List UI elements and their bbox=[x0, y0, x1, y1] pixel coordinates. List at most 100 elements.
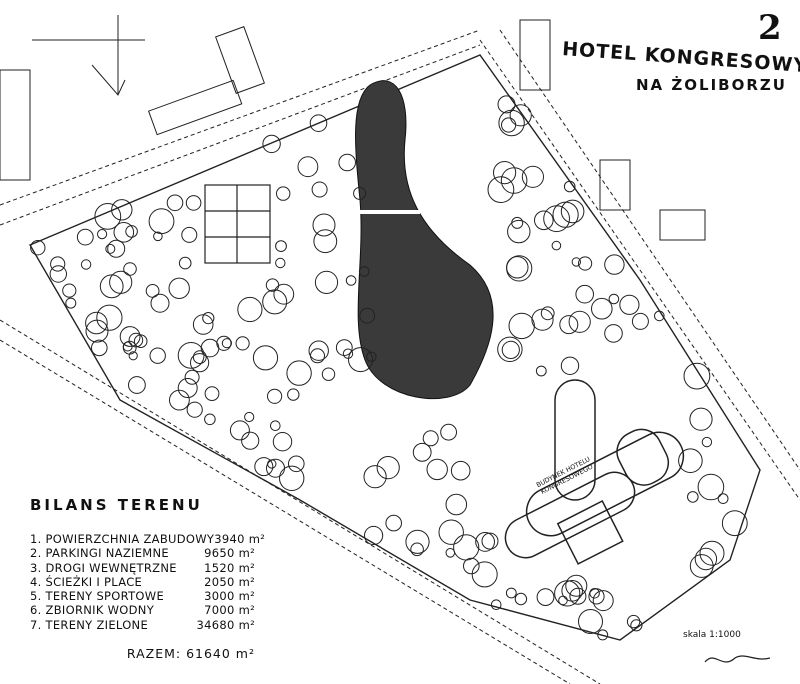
row-value: 34680 m² bbox=[196, 617, 255, 632]
tree-icon bbox=[122, 340, 137, 355]
tree-icon bbox=[353, 186, 367, 200]
tree-icon bbox=[385, 514, 403, 532]
tree-icon bbox=[109, 270, 133, 294]
tree-icon bbox=[181, 226, 198, 243]
tree-icon bbox=[273, 283, 295, 305]
tree-icon bbox=[359, 307, 376, 324]
tree-icon bbox=[569, 587, 587, 605]
row-label: 4. ŚCIEŻKI I PLACE bbox=[30, 574, 143, 589]
tree-icon bbox=[177, 342, 205, 369]
tree-icon bbox=[551, 240, 562, 251]
tree-icon bbox=[99, 274, 124, 299]
tree-icon bbox=[438, 519, 464, 545]
pond bbox=[355, 80, 494, 400]
tree-icon bbox=[604, 324, 623, 343]
hotel-building bbox=[504, 379, 685, 565]
tree-icon bbox=[481, 532, 499, 550]
site-balance-heading: BILANS TERENU bbox=[30, 496, 203, 514]
tree-icon bbox=[689, 407, 713, 431]
tree-icon bbox=[608, 293, 620, 305]
tree-icon bbox=[463, 557, 480, 575]
tree-icon bbox=[166, 194, 184, 212]
tree-icon bbox=[313, 229, 338, 254]
tree-icon bbox=[592, 590, 614, 612]
tree-icon bbox=[701, 436, 713, 448]
tree-icon bbox=[511, 216, 524, 229]
tree-icon bbox=[254, 457, 274, 477]
tree-icon bbox=[186, 401, 203, 418]
tree-icon bbox=[168, 277, 190, 299]
tree-icon bbox=[543, 205, 570, 233]
tree-icon bbox=[105, 243, 116, 254]
tree-icon bbox=[591, 297, 613, 320]
tree-icon bbox=[721, 510, 748, 537]
tree-icon bbox=[202, 312, 215, 325]
tree-icon bbox=[80, 259, 92, 270]
tree-icon bbox=[604, 254, 625, 275]
neighbour-buildings bbox=[0, 19, 706, 241]
tree-icon bbox=[287, 388, 300, 401]
tree-icon bbox=[192, 314, 214, 335]
tree-icon bbox=[534, 210, 554, 231]
tree-icon bbox=[272, 432, 293, 452]
tree-icon bbox=[97, 229, 108, 240]
tree-icon bbox=[358, 266, 370, 277]
tree-icon bbox=[597, 629, 609, 641]
sheet-number: 2 bbox=[758, 8, 782, 48]
tree-icon bbox=[190, 353, 210, 373]
tree-icon bbox=[514, 592, 528, 606]
row-value: 7000 m² bbox=[204, 603, 255, 618]
tree-icon bbox=[148, 208, 175, 235]
tree-icon bbox=[338, 153, 357, 172]
tree-icon bbox=[286, 360, 312, 386]
trees bbox=[30, 95, 748, 641]
tree-icon bbox=[85, 319, 109, 343]
tree-icon bbox=[589, 588, 600, 599]
table-row: 7. TERENY ZIELONE 34680 m² bbox=[30, 618, 255, 632]
tree-icon bbox=[244, 411, 255, 423]
tree-icon bbox=[85, 311, 108, 335]
tree-icon bbox=[619, 294, 640, 315]
tree-icon bbox=[192, 350, 207, 365]
tree-icon bbox=[565, 574, 588, 597]
tree-icon bbox=[153, 231, 163, 242]
tree-icon bbox=[699, 540, 725, 566]
tree-icon bbox=[133, 334, 148, 349]
tree-icon bbox=[309, 114, 328, 132]
tree-icon bbox=[314, 270, 339, 294]
tree-icon bbox=[252, 345, 279, 371]
tree-icon bbox=[128, 376, 146, 394]
tree-icon bbox=[626, 614, 641, 629]
north-arrow-icon bbox=[32, 15, 145, 96]
tree-icon bbox=[554, 580, 581, 607]
tree-icon bbox=[262, 289, 288, 315]
tree-icon bbox=[697, 473, 725, 501]
row-label: 5. TERENY SPORTOWE bbox=[30, 589, 165, 604]
row-value: 9650 m² bbox=[204, 546, 255, 561]
tennis-courts bbox=[204, 184, 271, 264]
row-label: 7. TERENY ZIELONE bbox=[30, 617, 149, 632]
tree-icon bbox=[113, 222, 135, 243]
tree-icon bbox=[30, 240, 46, 256]
tree-icon bbox=[540, 306, 555, 321]
tree-icon bbox=[107, 239, 126, 258]
tree-icon bbox=[235, 336, 250, 351]
drawing-subtitle: NA ŻOLIBORZU bbox=[636, 76, 787, 94]
tree-icon bbox=[76, 228, 94, 246]
tree-icon bbox=[453, 534, 480, 561]
scale-label: skala 1:1000 bbox=[683, 630, 741, 640]
tree-icon bbox=[128, 351, 138, 361]
tree-icon bbox=[501, 117, 517, 133]
tree-icon bbox=[493, 161, 517, 185]
tree-icon bbox=[440, 423, 458, 441]
tree-icon bbox=[497, 95, 516, 114]
tree-icon bbox=[149, 347, 166, 364]
tree-icon bbox=[125, 225, 138, 238]
tree-icon bbox=[185, 195, 202, 211]
